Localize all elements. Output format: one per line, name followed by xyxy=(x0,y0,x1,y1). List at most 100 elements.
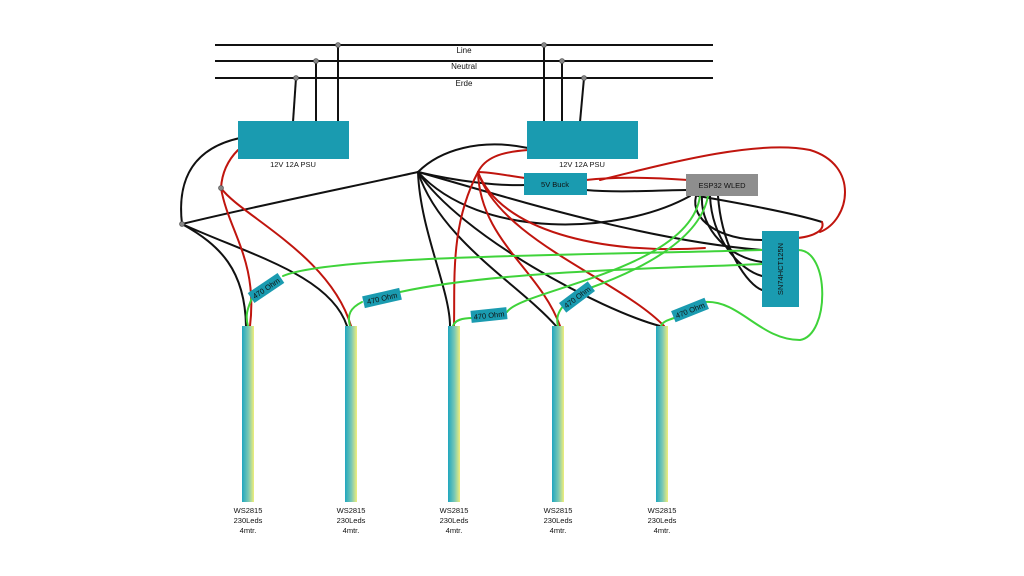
psu-1-box xyxy=(238,121,349,159)
hub-ground-to-buck xyxy=(417,171,526,187)
data-wire-strip2-return xyxy=(399,263,763,293)
led-strip-3-body xyxy=(448,326,460,502)
controller-ground-shifter-b xyxy=(700,195,763,263)
psu-2-label: 12V 12A PSU xyxy=(559,160,605,169)
led-strip-5-type: WS2815 xyxy=(648,506,677,515)
led-strip-4-count: 230Leds xyxy=(544,516,573,525)
led-strip-4: WS2815 230Leds 4mtr. xyxy=(544,326,573,535)
psu2-positive-to-buck xyxy=(477,171,526,179)
psu2-positive-wire xyxy=(477,149,529,173)
psu2-ground-to-hub xyxy=(417,143,529,173)
led-strip-3-count: 230Leds xyxy=(440,516,469,525)
resistor-5-body xyxy=(671,297,709,323)
junction-dot xyxy=(559,58,565,64)
psu2-positive-to-strip5 xyxy=(477,171,665,327)
resistor-1-body xyxy=(247,272,285,304)
led-strip-3-length: 4mtr. xyxy=(446,526,463,535)
led-strip-2-type: WS2815 xyxy=(337,506,366,515)
level-shifter: SN74HCT125N xyxy=(762,231,799,307)
resistor-2-body xyxy=(362,287,402,309)
junction-dot xyxy=(335,42,341,48)
psu-2: 12V 12A PSU xyxy=(527,121,638,169)
led-strip-1-type: WS2815 xyxy=(234,506,263,515)
level-shifter-label: SN74HCT125N xyxy=(776,243,785,295)
led-strip-4-length: 4mtr. xyxy=(550,526,567,535)
neutral-bus-label: Neutral xyxy=(451,62,477,71)
led-strip-1: WS2815 230Leds 4mtr. xyxy=(234,326,263,535)
led-strip-3: WS2815 230Leds 4mtr. xyxy=(440,326,469,535)
psu1-earth-drop xyxy=(292,77,297,123)
resistor-3-body xyxy=(470,307,508,323)
psu-1: 12V 12A PSU xyxy=(238,121,349,169)
controller-box xyxy=(686,174,758,196)
resistor-5: 470 Ohm xyxy=(671,297,709,323)
data-wire-strip3 xyxy=(452,317,474,327)
hub-ground-to-strip5 xyxy=(417,171,661,327)
earth-bus-label: Erde xyxy=(456,79,473,88)
left-ground-to-strip2 xyxy=(181,223,348,327)
led-strip-2-body xyxy=(345,326,357,502)
positive-wires xyxy=(220,146,846,327)
led-strip-5-length: 4mtr. xyxy=(654,526,671,535)
led-strip-5-count: 230Leds xyxy=(648,516,677,525)
controller: ESP32 WLED xyxy=(686,174,758,196)
data-wire-strip5-return xyxy=(704,249,824,342)
led-strip-4-body xyxy=(552,326,564,502)
resistor-1: 470 Ohm xyxy=(247,272,285,304)
line-bus-label: Line xyxy=(456,46,472,55)
psu2-positive-to-strip3 xyxy=(453,171,479,327)
led-strip-4-type: WS2815 xyxy=(544,506,573,515)
psu2-positive-to-strip4 xyxy=(477,171,561,327)
controller-label: ESP32 WLED xyxy=(698,181,746,190)
psu1-positive-wire xyxy=(220,149,239,189)
resistor-3: 470 Ohm xyxy=(470,307,508,323)
junction-dot xyxy=(581,75,587,81)
buck-converter-label: 5V Buck xyxy=(541,180,569,189)
hub-ground-to-shifter xyxy=(417,171,763,251)
led-strip-2-length: 4mtr. xyxy=(343,526,360,535)
junction-dot xyxy=(541,42,547,48)
psu2-positive-to-shifter-loop xyxy=(477,171,706,251)
wire-junction-dots xyxy=(179,185,224,227)
bus-junction-dots xyxy=(293,42,587,81)
resistor-3-label: 470 Ohm xyxy=(473,309,505,321)
controller-ground-loop xyxy=(697,195,823,223)
psu1-positive-to-strip2 xyxy=(220,187,352,327)
led-strip-3-type: WS2815 xyxy=(440,506,469,515)
controller-ground-shifter-d xyxy=(717,195,763,291)
buck-positive-to-controller xyxy=(585,176,689,181)
buck-ground-to-controller xyxy=(585,189,689,193)
level-shifter-box xyxy=(762,231,799,307)
resistor-4-body xyxy=(559,281,595,313)
controller-ground-shifter-a xyxy=(694,195,763,241)
data-wire-strip1-return xyxy=(282,249,763,277)
buck-converter-box xyxy=(524,173,587,195)
led-strip-2: WS2815 230Leds 4mtr. xyxy=(337,326,366,535)
buck-converter: 5V Buck xyxy=(524,173,587,195)
resistor-2: 470 Ohm xyxy=(362,287,402,309)
mains-bus: Line Neutral Erde xyxy=(215,44,713,88)
left-ground-to-hub xyxy=(181,171,419,225)
left-ground-to-strip1 xyxy=(181,223,247,327)
junction-dot xyxy=(218,185,224,191)
mains-drops xyxy=(292,45,585,123)
data-wire-strip4-return xyxy=(589,195,709,289)
data-wire-strip3-return xyxy=(506,195,701,313)
junction-dot xyxy=(293,75,299,81)
led-strip-5-body xyxy=(656,326,668,502)
psu-2-box xyxy=(527,121,638,159)
data-wire-strip2 xyxy=(347,301,363,327)
psu2-earth-drop xyxy=(579,77,585,123)
led-strip-1-length: 4mtr. xyxy=(240,526,257,535)
junction-dot xyxy=(313,58,319,64)
hub-ground-to-strip4 xyxy=(417,171,557,327)
psu-1-label: 12V 12A PSU xyxy=(270,160,316,169)
led-strip-5: WS2815 230Leds 4mtr. xyxy=(648,326,677,535)
led-strip-1-body xyxy=(242,326,254,502)
shifter-positive-loop xyxy=(797,221,824,239)
buck-positive-top-loop xyxy=(599,146,846,233)
hub-ground-to-controller xyxy=(417,171,691,226)
led-strip-1-count: 230Leds xyxy=(234,516,263,525)
junction-dot xyxy=(179,221,185,227)
